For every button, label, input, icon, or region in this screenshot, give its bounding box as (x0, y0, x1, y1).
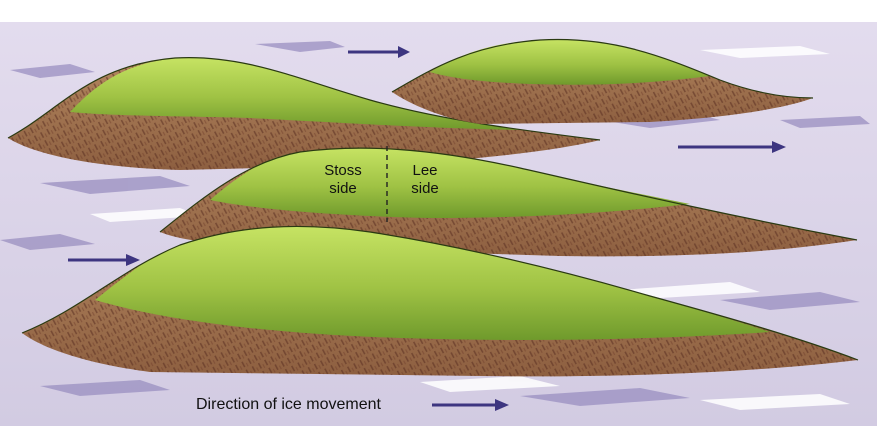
direction-of-ice-movement-label: Direction of ice movement (196, 396, 381, 414)
lee-side-label: Lee side (400, 162, 450, 198)
stoss-label-line1: Stoss (318, 162, 368, 180)
top-margin (0, 0, 877, 22)
stoss-side-label: Stoss side (318, 162, 368, 198)
lee-label-line1: Lee (400, 162, 450, 180)
stoss-label-line2: side (318, 180, 368, 198)
lee-label-line2: side (400, 180, 450, 198)
